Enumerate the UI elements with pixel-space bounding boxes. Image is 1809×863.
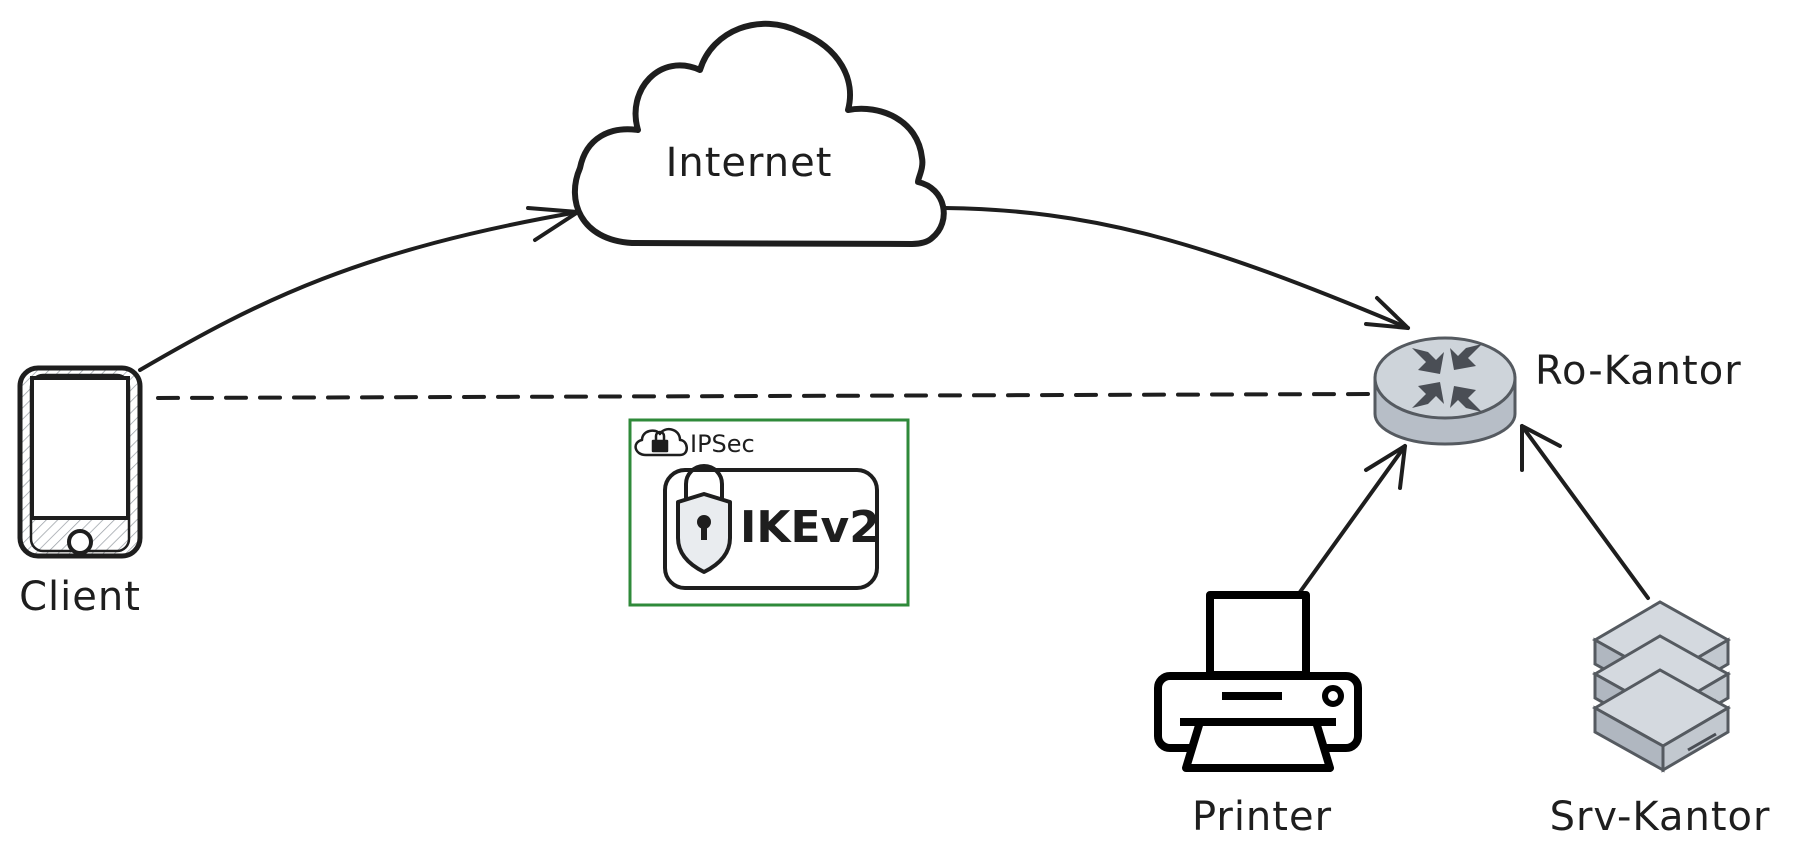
cloud-icon — [571, 20, 947, 247]
router-icon — [1373, 336, 1517, 446]
node-server: Srv-Kantor — [1550, 600, 1771, 840]
ipsec-group-label: IPSec — [690, 430, 755, 458]
printer-icon — [1154, 591, 1362, 772]
ikev2-label: IKEv2 — [740, 502, 880, 553]
node-client: Client — [17, 365, 143, 620]
ipsec-group: IPSec IKEv2 — [628, 418, 910, 607]
router-label: Ro-Kantor — [1535, 348, 1742, 394]
node-router: Ro-Kantor — [1373, 336, 1742, 446]
server-label: Srv-Kantor — [1550, 794, 1771, 840]
edge-client-router-tunnel — [156, 392, 1372, 400]
internet-label: Internet — [666, 140, 833, 186]
ikev2-badge: IKEv2 — [663, 464, 880, 590]
ipsec-group-border — [628, 418, 910, 607]
edge-printer-router — [1298, 444, 1407, 594]
cloud-lock-icon — [634, 427, 688, 457]
printer-label: Printer — [1192, 794, 1332, 840]
edge-client-internet — [138, 206, 580, 372]
node-internet: Internet — [571, 20, 947, 247]
server-stack-icon — [1591, 600, 1732, 773]
edge-internet-router — [943, 206, 1410, 330]
padlock-shield-icon — [676, 464, 732, 574]
smartphone-icon — [17, 365, 143, 559]
edge-server-router — [1520, 424, 1650, 600]
client-label: Client — [19, 574, 141, 620]
node-printer: Printer — [1154, 591, 1362, 840]
